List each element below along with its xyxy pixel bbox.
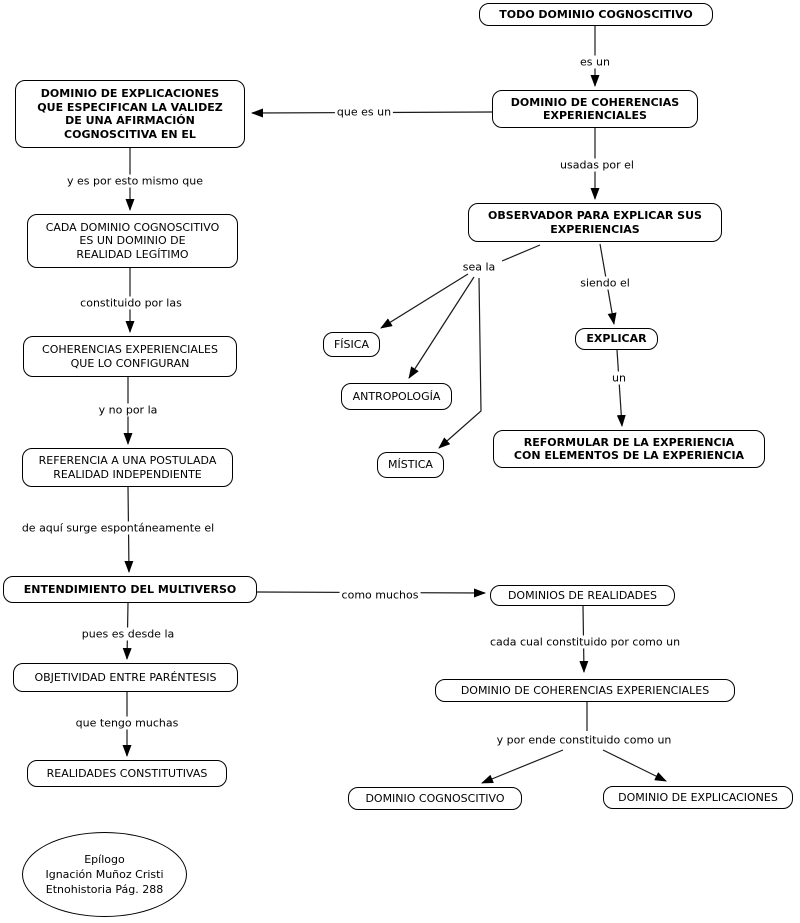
link-label-siendo-el[interactable]: siendo el [578, 276, 632, 290]
link-label-y-por-ende[interactable]: y por ende constituido como un [494, 733, 674, 747]
link-label-de-aqui-surge[interactable]: de aquí surge espontáneamente el [19, 521, 217, 535]
link-label-es-un[interactable]: es un [578, 55, 612, 69]
link-label-un[interactable]: un [610, 371, 628, 385]
node-reformular-experiencia[interactable]: REFORMULAR DE LA EXPERIENCIA CON ELEMENT… [493, 430, 765, 468]
link-label-cada-cual[interactable]: cada cual constituido por como un [487, 635, 683, 649]
connector-sea-la-stem [501, 244, 541, 262]
node-realidades-constitutivas[interactable]: REALIDADES CONSTITUTIVAS [27, 760, 227, 787]
node-fisica[interactable]: FÍSICA [323, 332, 380, 357]
link-label-pues-es-desde-la[interactable]: pues es desde la [79, 627, 177, 641]
link-label-sea-la[interactable]: sea la [460, 260, 498, 274]
connector-un [616, 349, 626, 427]
node-coherencias-que-lo-configuran[interactable]: COHERENCIAS EXPERIENCIALES QUE LO CONFIG… [23, 336, 237, 377]
node-dominio-coherencias-experienciales[interactable]: DOMINIO DE COHERENCIAS EXPERIENCIALES [492, 90, 698, 128]
link-label-constituido-por-las[interactable]: constituido por las [78, 296, 184, 310]
link-label-como-muchos[interactable]: como muchos [339, 588, 421, 602]
node-cada-dominio-cognoscitivo[interactable]: CADA DOMINIO COGNOSCITIVO ES UN DOMINIO … [27, 214, 238, 268]
link-label-que-es-un[interactable]: que es un [334, 105, 394, 119]
connector-a-dominio-explicaciones [602, 749, 667, 782]
connector-sea-la-antropologia [408, 276, 475, 379]
node-mistica[interactable]: MÍSTICA [377, 452, 444, 478]
connector-sea-la-mistica [438, 277, 482, 449]
link-label-y-es-por-esto[interactable]: y es por esto mismo que [65, 174, 205, 188]
node-entendimiento-del-multiverso[interactable]: ENTENDIMIENTO DEL MULTIVERSO [3, 576, 257, 603]
annotation-ellipse-epilogo[interactable]: Epílogo Ignación Muñoz Cristi Etnohistor… [22, 832, 187, 917]
connector-a-dominio-cognoscitivo [481, 749, 564, 784]
node-observador[interactable]: OBSERVADOR PARA EXPLICAR SUS EXPERIENCIA… [468, 203, 722, 242]
node-antropologia[interactable]: ANTROPOLOGÍA [341, 383, 452, 410]
link-label-y-no-por-la[interactable]: y no por la [96, 403, 160, 417]
node-objetividad-entre-parentesis[interactable]: OBJETIVIDAD ENTRE PARÉNTESIS [13, 663, 238, 692]
node-referencia-postulada[interactable]: REFERENCIA A UNA POSTULADA REALIDAD INDE… [22, 448, 233, 487]
node-dominio-cognoscitivo[interactable]: DOMINIO COGNOSCITIVO [348, 787, 522, 810]
node-explicar[interactable]: EXPLICAR [575, 328, 658, 350]
connectors [122, 25, 667, 784]
link-label-que-tengo-muchas[interactable]: que tengo muchas [73, 716, 181, 730]
node-dominio-coherencias-experienciales-2[interactable]: DOMINIO DE COHERENCIAS EXPERIENCIALES [435, 679, 735, 702]
node-dominio-explicaciones-validez[interactable]: DOMINIO DE EXPLICACIONES QUE ESPECIFICAN… [15, 80, 245, 148]
node-dominios-de-realidades[interactable]: DOMINIOS DE REALIDADES [490, 585, 675, 606]
link-label-usadas-por-el[interactable]: usadas por el [558, 158, 636, 172]
node-todo-dominio-cognoscitivo[interactable]: TODO DOMINIO COGNOSCITIVO [479, 3, 713, 26]
connector-sea-la-fisica [380, 273, 469, 329]
node-dominio-de-explicaciones[interactable]: DOMINIO DE EXPLICACIONES [603, 786, 793, 809]
